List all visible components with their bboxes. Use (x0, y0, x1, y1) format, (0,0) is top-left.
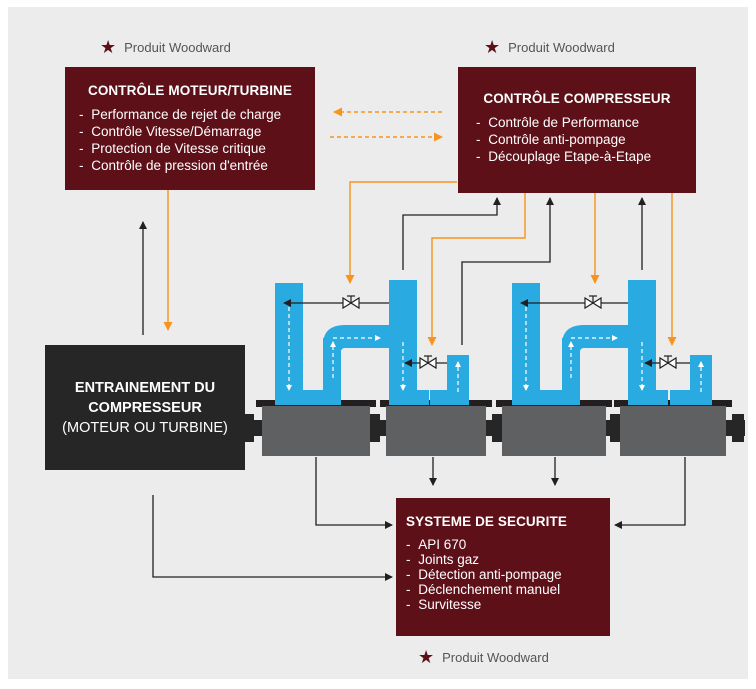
safety-system-box: SYSTEME DE SECURITE API 670 Joints gaz D… (396, 498, 610, 636)
compressor-control-list: Contrôle de Performance Contrôle anti-po… (476, 114, 696, 165)
list-item: Contrôle de pression d'entrée (79, 157, 315, 174)
compressor-stage-4 (614, 400, 732, 456)
pipes-stage-1-2 (275, 280, 469, 405)
orange-signal-arrows (163, 107, 677, 346)
list-item: Performance de rejet de charge (79, 106, 315, 123)
list-item: Joints gaz (406, 552, 610, 567)
compressor-stage-3 (496, 400, 612, 456)
list-item: API 670 (406, 537, 610, 552)
pipes-stage-3-4 (512, 280, 712, 405)
compressor-stage-1 (256, 400, 376, 456)
list-item: Contrôle Vitesse/Démarrage (79, 123, 315, 140)
drive-title-line2: COMPRESSEUR (88, 399, 202, 416)
woodward-label-top-right: ★ Produit Woodward (484, 37, 615, 57)
compressor-stage-2 (380, 400, 492, 456)
safety-system-title: SYSTEME DE SECURITE (406, 514, 567, 529)
flow-arrows (286, 300, 704, 392)
list-item: Découplage Etape-à-Etape (476, 148, 696, 165)
engine-control-title: CONTRÔLE MOTEUR/TURBINE (87, 83, 293, 98)
star-icon: ★ (484, 37, 501, 57)
list-item: Déclenchement manuel (406, 582, 610, 597)
valve-icon (342, 295, 677, 370)
engine-turbine-control-box: CONTRÔLE MOTEUR/TURBINE Performance de r… (65, 67, 315, 190)
compressor-control-title: CONTRÔLE COMPRESSEUR (483, 91, 671, 106)
list-item: Contrôle anti-pompage (476, 131, 696, 148)
woodward-label-top-left: ★ Produit Woodward (100, 37, 231, 57)
safety-system-list: API 670 Joints gaz Détection anti-pompag… (406, 537, 610, 612)
drive-title-line1: ENTRAINEMENT DU (74, 379, 216, 396)
list-item: Protection de Vitesse critique (79, 140, 315, 157)
list-item: Contrôle de Performance (476, 114, 696, 131)
woodward-label-bottom: ★ Produit Woodward (418, 647, 549, 667)
list-item: Survitesse (406, 597, 610, 612)
engine-control-list: Performance de rejet de charge Contrôle … (79, 106, 315, 174)
compressor-drive-block: ENTRAINEMENT DU COMPRESSEUR (MOTEUR OU T… (45, 345, 245, 470)
list-item: Détection anti-pompage (406, 567, 610, 582)
black-signal-arrows (139, 197, 686, 581)
drive-subtitle: (MOTEUR OU TURBINE) (62, 419, 228, 436)
star-icon: ★ (418, 647, 435, 667)
star-icon: ★ (100, 37, 117, 57)
compressor-control-box: CONTRÔLE COMPRESSEUR Contrôle de Perform… (458, 67, 696, 193)
